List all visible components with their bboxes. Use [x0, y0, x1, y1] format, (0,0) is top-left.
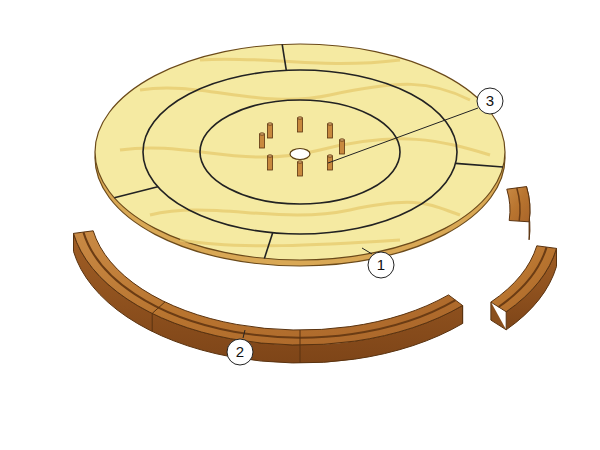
leader-line — [243, 330, 245, 338]
gutter-piece-front — [74, 231, 463, 363]
callout-number: 2 — [227, 339, 253, 365]
leader-line — [362, 248, 372, 254]
callout-circle — [227, 339, 253, 365]
callout-circle — [477, 88, 503, 114]
gutter-piece-back — [507, 187, 530, 240]
callout-circle — [368, 252, 394, 278]
leader-line — [328, 108, 478, 163]
gutter-piece-detached — [491, 246, 557, 330]
callout-number: 3 — [477, 88, 503, 114]
board — [95, 44, 505, 266]
callout-number: 1 — [368, 252, 394, 278]
